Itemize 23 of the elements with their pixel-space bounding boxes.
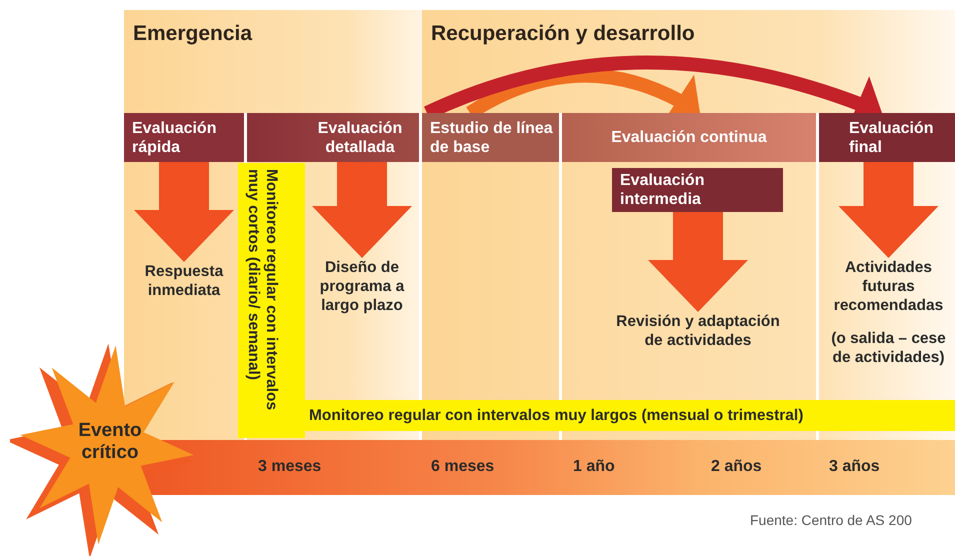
- phase-title: Recuperación y desarrollo: [431, 22, 695, 46]
- time-label: 3 años: [829, 458, 880, 476]
- source-note: Fuente: Centro de AS 200: [750, 512, 912, 528]
- phase-header: Evaluación detallada: [247, 113, 419, 162]
- phase-title: Emergencia: [133, 22, 252, 46]
- monitoring-band: Monitoreo regular con intervalos muy cortos (diario/ semanal): [238, 163, 305, 438]
- time-label: 6 meses: [431, 458, 494, 476]
- monitoring-band: Monitoreo regular con intervalos muy largos (mensual o trimestral): [305, 400, 955, 431]
- event-label: Evento crítico: [77, 420, 143, 464]
- phase-header: Evaluación intermedia: [612, 168, 783, 212]
- outcome-text: Diseño de programa a largo plazo: [305, 258, 419, 318]
- outcome-text: Actividades futuras recomendadas (o salida – cese de actividades): [822, 258, 955, 394]
- time-label: 1 año: [573, 458, 615, 476]
- block-arrow: [312, 162, 412, 258]
- phase-header: Evaluación rápida: [124, 113, 244, 162]
- block-arrow: [134, 162, 234, 262]
- phase-header: Estudio de línea de base: [422, 113, 559, 162]
- block-arrow: [838, 162, 938, 258]
- outcome-text: Revisión y adaptación de actividades: [612, 312, 784, 378]
- time-label: 3 meses: [258, 458, 322, 476]
- phase-header: Evaluación final: [819, 113, 955, 162]
- phase-header: Evaluación continua: [562, 113, 816, 162]
- time-label: 2 años: [711, 458, 762, 476]
